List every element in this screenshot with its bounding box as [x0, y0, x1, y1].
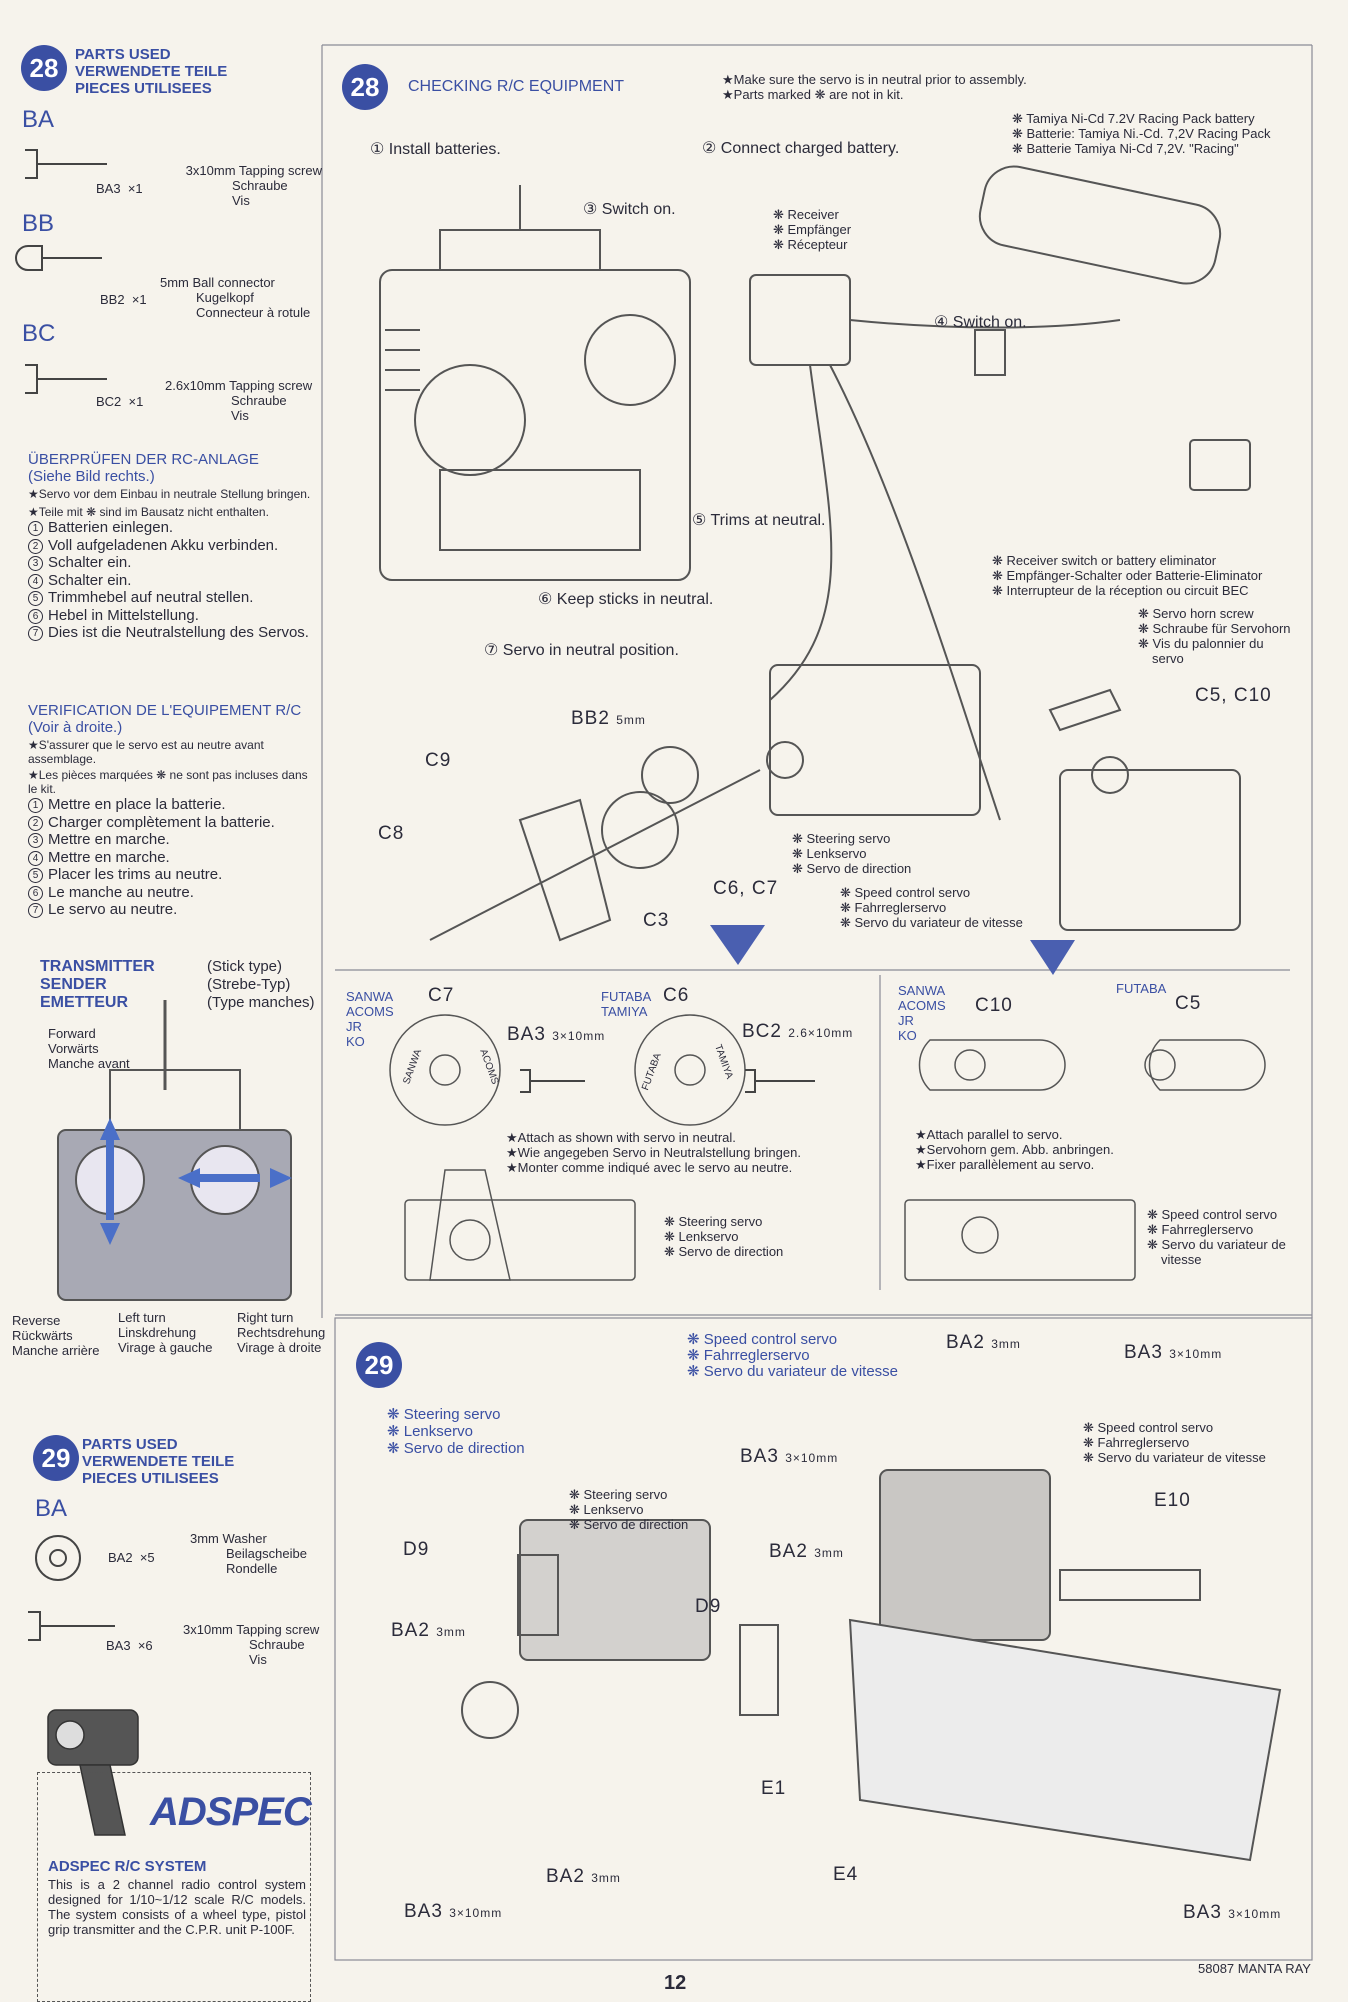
step-switch-on-rx: ④ Switch on.	[934, 314, 1027, 331]
ba3-code-29: BA3 ×6	[106, 1638, 153, 1653]
battery-label: ❋ Tamiya Ni-Cd 7.2V Racing Pack battery❋…	[1012, 111, 1271, 156]
attach-note-2: ★Attach parallel to servo.★Servohorn gem…	[915, 1127, 1114, 1172]
part-c9: C9	[425, 750, 452, 771]
step-29-badge: 29	[356, 1342, 402, 1388]
receiver-switch-label: ❋ Receiver switch or battery eliminator❋…	[992, 553, 1263, 598]
french-instructions: VERIFICATION DE L'EQUIPEMENT R/C (Voir à…	[28, 702, 308, 918]
s29-e4: E4	[833, 1864, 859, 1885]
receiver-label: ❋ Receiver❋ Empfänger❋ Récepteur	[773, 207, 852, 252]
step-29-speed-right: ❋ Speed control servo❋ Fahrreglerservo❋ …	[1083, 1420, 1266, 1465]
adspec-logo: ADSPEC	[150, 1790, 312, 1834]
bag-bc: BC	[22, 320, 56, 347]
step-29-speed-top: ❋ Speed control servo❋ Fahrreglerservo❋ …	[687, 1331, 899, 1380]
part-c8: C8	[378, 823, 405, 844]
model-code: 58087 MANTA RAY	[1198, 1961, 1311, 1976]
s29-e1: E1	[761, 1778, 787, 1799]
page-number: 12	[664, 1972, 687, 1994]
bc2-code: BC2 ×1	[96, 394, 144, 409]
part-c5: C5	[1175, 993, 1202, 1014]
adspec-title: ADSPEC R/C SYSTEM	[48, 1858, 207, 1875]
s29-ba2-left: BA2 3mm	[391, 1620, 466, 1641]
s29-e10: E10	[1154, 1490, 1191, 1511]
s29-ba3-bottom-left: BA3 3×10mm	[404, 1901, 503, 1922]
part-c7: C7	[428, 985, 455, 1006]
transmitter-type: (Stick type)(Strebe-Typ)(Type manches)	[207, 958, 315, 1011]
brand-futaba-c5: FUTABA	[1116, 981, 1167, 996]
s29-d9-left: D9	[403, 1539, 430, 1560]
step-29-steering-left: ❋ Steering servo❋ Lenkservo❋ Servo de di…	[387, 1406, 525, 1457]
step-29-badge-left: 29	[33, 1435, 79, 1481]
speed-servo-label-2: ❋ Speed control servo❋ Fahrreglerservo❋ …	[1147, 1207, 1286, 1267]
attach-note-1: ★Attach as shown with servo in neutral.★…	[506, 1130, 801, 1175]
step-servo-neutral: ⑦ Servo in neutral position.	[484, 642, 679, 659]
s29-ba3-top: BA3 3×10mm	[1124, 1342, 1223, 1363]
step-28-badge: 28	[342, 64, 388, 110]
s29-ba3-bottom-right: BA3 3×10mm	[1183, 1902, 1282, 1923]
s29-ba2-mid: BA2 3mm	[769, 1541, 844, 1562]
bb2-code: BB2 ×1	[100, 292, 147, 307]
part-c5-c10: C5, C10	[1195, 685, 1272, 706]
step-28-badge-left: 28	[21, 45, 67, 91]
step-29-steering-mid: ❋ Steering servo❋ Lenkservo❋ Servo de di…	[569, 1487, 689, 1532]
step-28-notes: ★Make sure the servo is in neutral prior…	[722, 72, 1027, 102]
bag-bb: BB	[22, 210, 55, 237]
part-c3: C3	[643, 910, 670, 931]
ba2-code-29: BA2 ×5	[108, 1550, 155, 1565]
bag-ba-29: BA	[35, 1495, 68, 1522]
step-trims-neutral: ⑤ Trims at neutral.	[692, 512, 826, 529]
step-28-title: CHECKING R/C EQUIPMENT	[408, 78, 625, 95]
s29-ba3-mid: BA3 3×10mm	[740, 1446, 839, 1467]
ba3-code: BA3 ×1	[96, 181, 143, 196]
step-connect-battery: ② Connect charged battery.	[702, 140, 900, 157]
servo-horn-screw-label: ❋ Servo horn screw❋ Schraube für Servoho…	[1138, 606, 1291, 666]
adspec-text: This is a 2 channel radio control system…	[48, 1877, 306, 1937]
part-c10: C10	[975, 995, 1013, 1016]
part-ba3-28: BA3 3×10mm	[507, 1024, 606, 1045]
part-c6-c7: C6, C7	[713, 878, 779, 899]
s29-d9-right: D9	[695, 1596, 722, 1617]
step-install-batteries: ① Install batteries.	[370, 141, 501, 158]
s29-ba2-top: BA2 3mm	[946, 1332, 1021, 1353]
part-bc2-28: BC2 2.6×10mm	[742, 1021, 854, 1042]
bag-ba: BA	[22, 106, 55, 133]
step-switch-on-tx: ③ Switch on.	[583, 201, 676, 218]
german-instructions: ÜBERPRÜFEN DER RC-ANLAGE (Siehe Bild rec…	[28, 451, 311, 641]
step-sticks-neutral: ⑥ Keep sticks in neutral.	[538, 591, 714, 608]
speed-servo-label: ❋ Speed control servo❋ Fahrreglerservo❋ …	[840, 885, 1023, 930]
part-bb2: BB2 5mm	[571, 708, 646, 729]
s29-ba2-bottom: BA2 3mm	[546, 1866, 621, 1887]
part-c6: C6	[663, 985, 690, 1006]
steering-servo-label-2: ❋ Steering servo❋ Lenkservo❋ Servo de di…	[664, 1214, 784, 1259]
steering-servo-label: ❋ Steering servo❋ Lenkservo❋ Servo de di…	[792, 831, 912, 876]
